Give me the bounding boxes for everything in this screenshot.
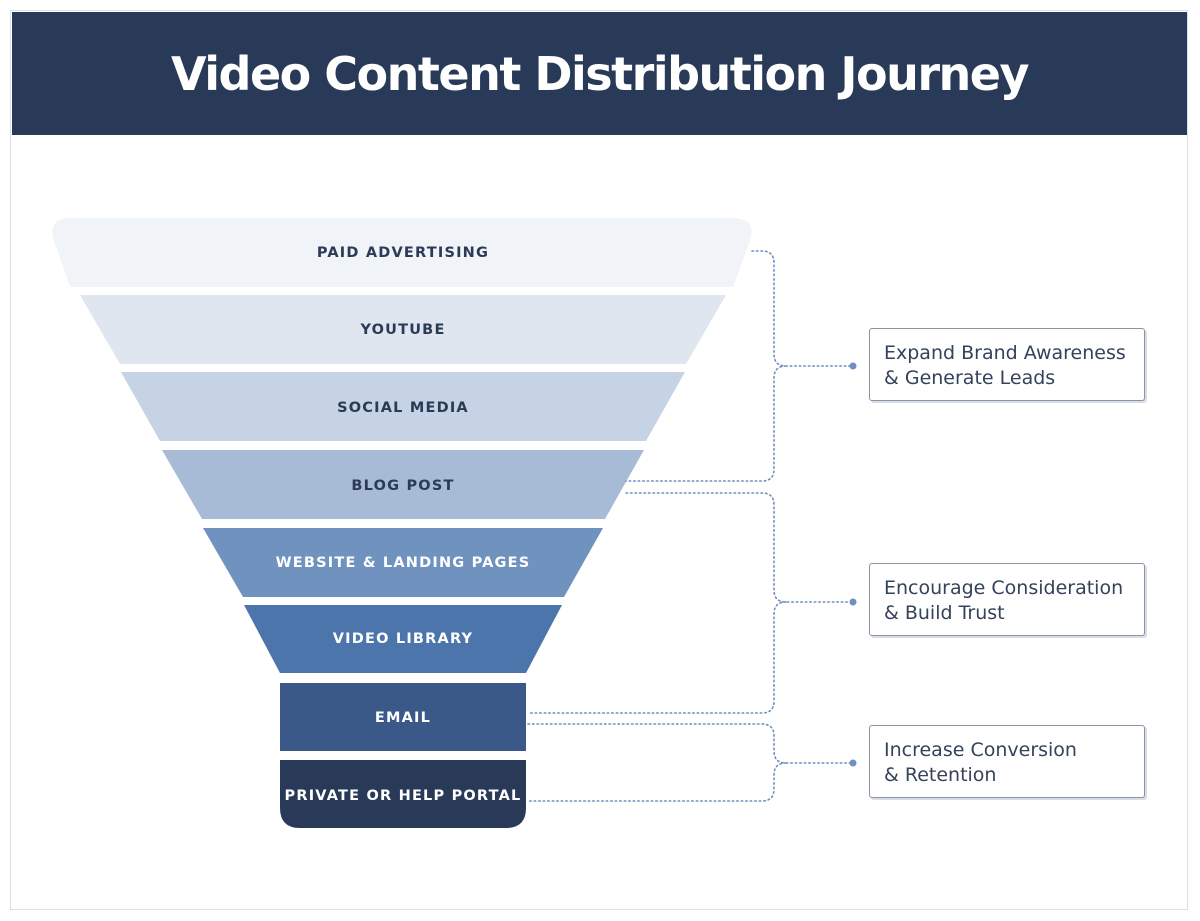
- outcome-line: Increase Conversion: [884, 739, 1077, 761]
- funnel-stage-shape: [80, 295, 726, 364]
- connector-lines: [527, 250, 851, 802]
- funnel-stage-label: PAID ADVERTISING: [317, 245, 489, 261]
- funnel-stage-label: EMAIL: [375, 710, 431, 726]
- bracket-conversion: [527, 723, 851, 802]
- outcome-line: & Generate Leads: [884, 367, 1056, 389]
- funnel-stage-shape: [52, 218, 752, 287]
- funnel-stage-label: SOCIAL MEDIA: [337, 400, 469, 416]
- funnel-stage-shape: [121, 372, 685, 441]
- connector-dot: [849, 362, 857, 370]
- funnel-stage-shape: [162, 450, 644, 519]
- outcome-line: Encourage Consideration: [884, 577, 1124, 599]
- funnel-stage-label: YOUTUBE: [359, 322, 445, 338]
- connector-dot: [849, 759, 857, 767]
- funnel-stage-shape: [203, 528, 603, 597]
- funnel-stage-label: VIDEO LIBRARY: [333, 631, 473, 647]
- page-title: Video Content Distribution Journey: [170, 46, 1030, 101]
- header-banner: Video Content Distribution Journey: [12, 12, 1187, 135]
- funnel-stage-label: BLOG POST: [351, 478, 454, 494]
- funnel-stage-shape: [244, 605, 562, 673]
- outcome-box-consideration: Encourage Consideration & Build Trust: [869, 563, 1145, 636]
- connector-dot: [849, 598, 857, 606]
- funnel-stage-blog-post: BLOG POST: [162, 450, 644, 519]
- outcome-box-conversion: Increase Conversion & Retention: [869, 725, 1145, 798]
- funnel-stage-website-landing-pages: WEBSITE & LANDING PAGES: [203, 528, 603, 597]
- bracket-consideration: [527, 492, 851, 714]
- funnel-stage-paid-advertising: PAID ADVERTISING: [52, 218, 752, 287]
- funnel-stage-label: PRIVATE OR HELP PORTAL: [285, 788, 522, 804]
- funnel-stage-private-help-portal: PRIVATE OR HELP PORTAL: [280, 760, 526, 828]
- funnel-stage-shape: [280, 683, 526, 751]
- outcome-box-awareness: Expand Brand Awareness & Generate Leads: [869, 328, 1145, 401]
- funnel-stage-shape: [280, 760, 526, 828]
- funnel-stage-label: WEBSITE & LANDING PAGES: [276, 555, 531, 571]
- outcome-line: Expand Brand Awareness: [884, 342, 1126, 364]
- funnel-stage-social-media: SOCIAL MEDIA: [121, 372, 685, 441]
- bracket-awareness: [625, 250, 851, 482]
- funnel-stage-youtube: YOUTUBE: [80, 295, 726, 364]
- outcome-line: & Build Trust: [884, 602, 1005, 624]
- outcome-line: & Retention: [884, 764, 997, 786]
- funnel-stage-video-library: VIDEO LIBRARY: [244, 605, 562, 673]
- funnel-stage-email: EMAIL: [280, 683, 526, 751]
